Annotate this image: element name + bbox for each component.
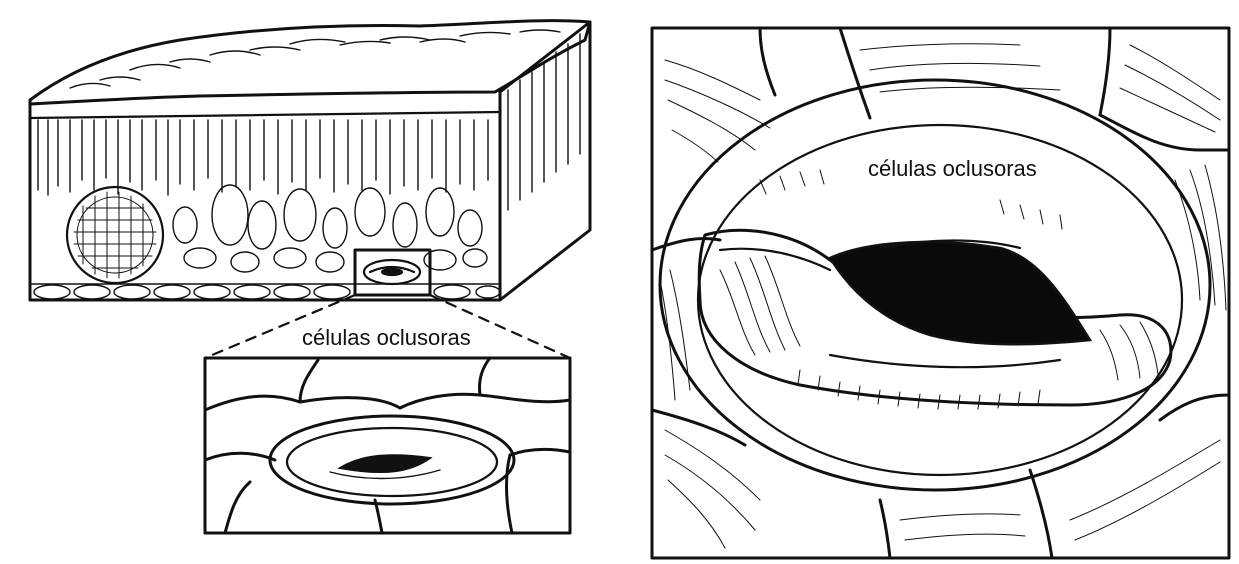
vascular-bundle bbox=[67, 187, 163, 283]
stoma-closeup-panel bbox=[652, 28, 1229, 558]
epidermis-inset bbox=[205, 358, 570, 533]
guard-cells-label-left: células oclusoras bbox=[302, 325, 471, 350]
stoma-pore-small bbox=[340, 455, 430, 472]
guard-cells-label-right: células oclusoras bbox=[868, 156, 1037, 181]
leaf-cross-section bbox=[30, 21, 590, 300]
stoma-pore-large bbox=[830, 242, 1090, 344]
